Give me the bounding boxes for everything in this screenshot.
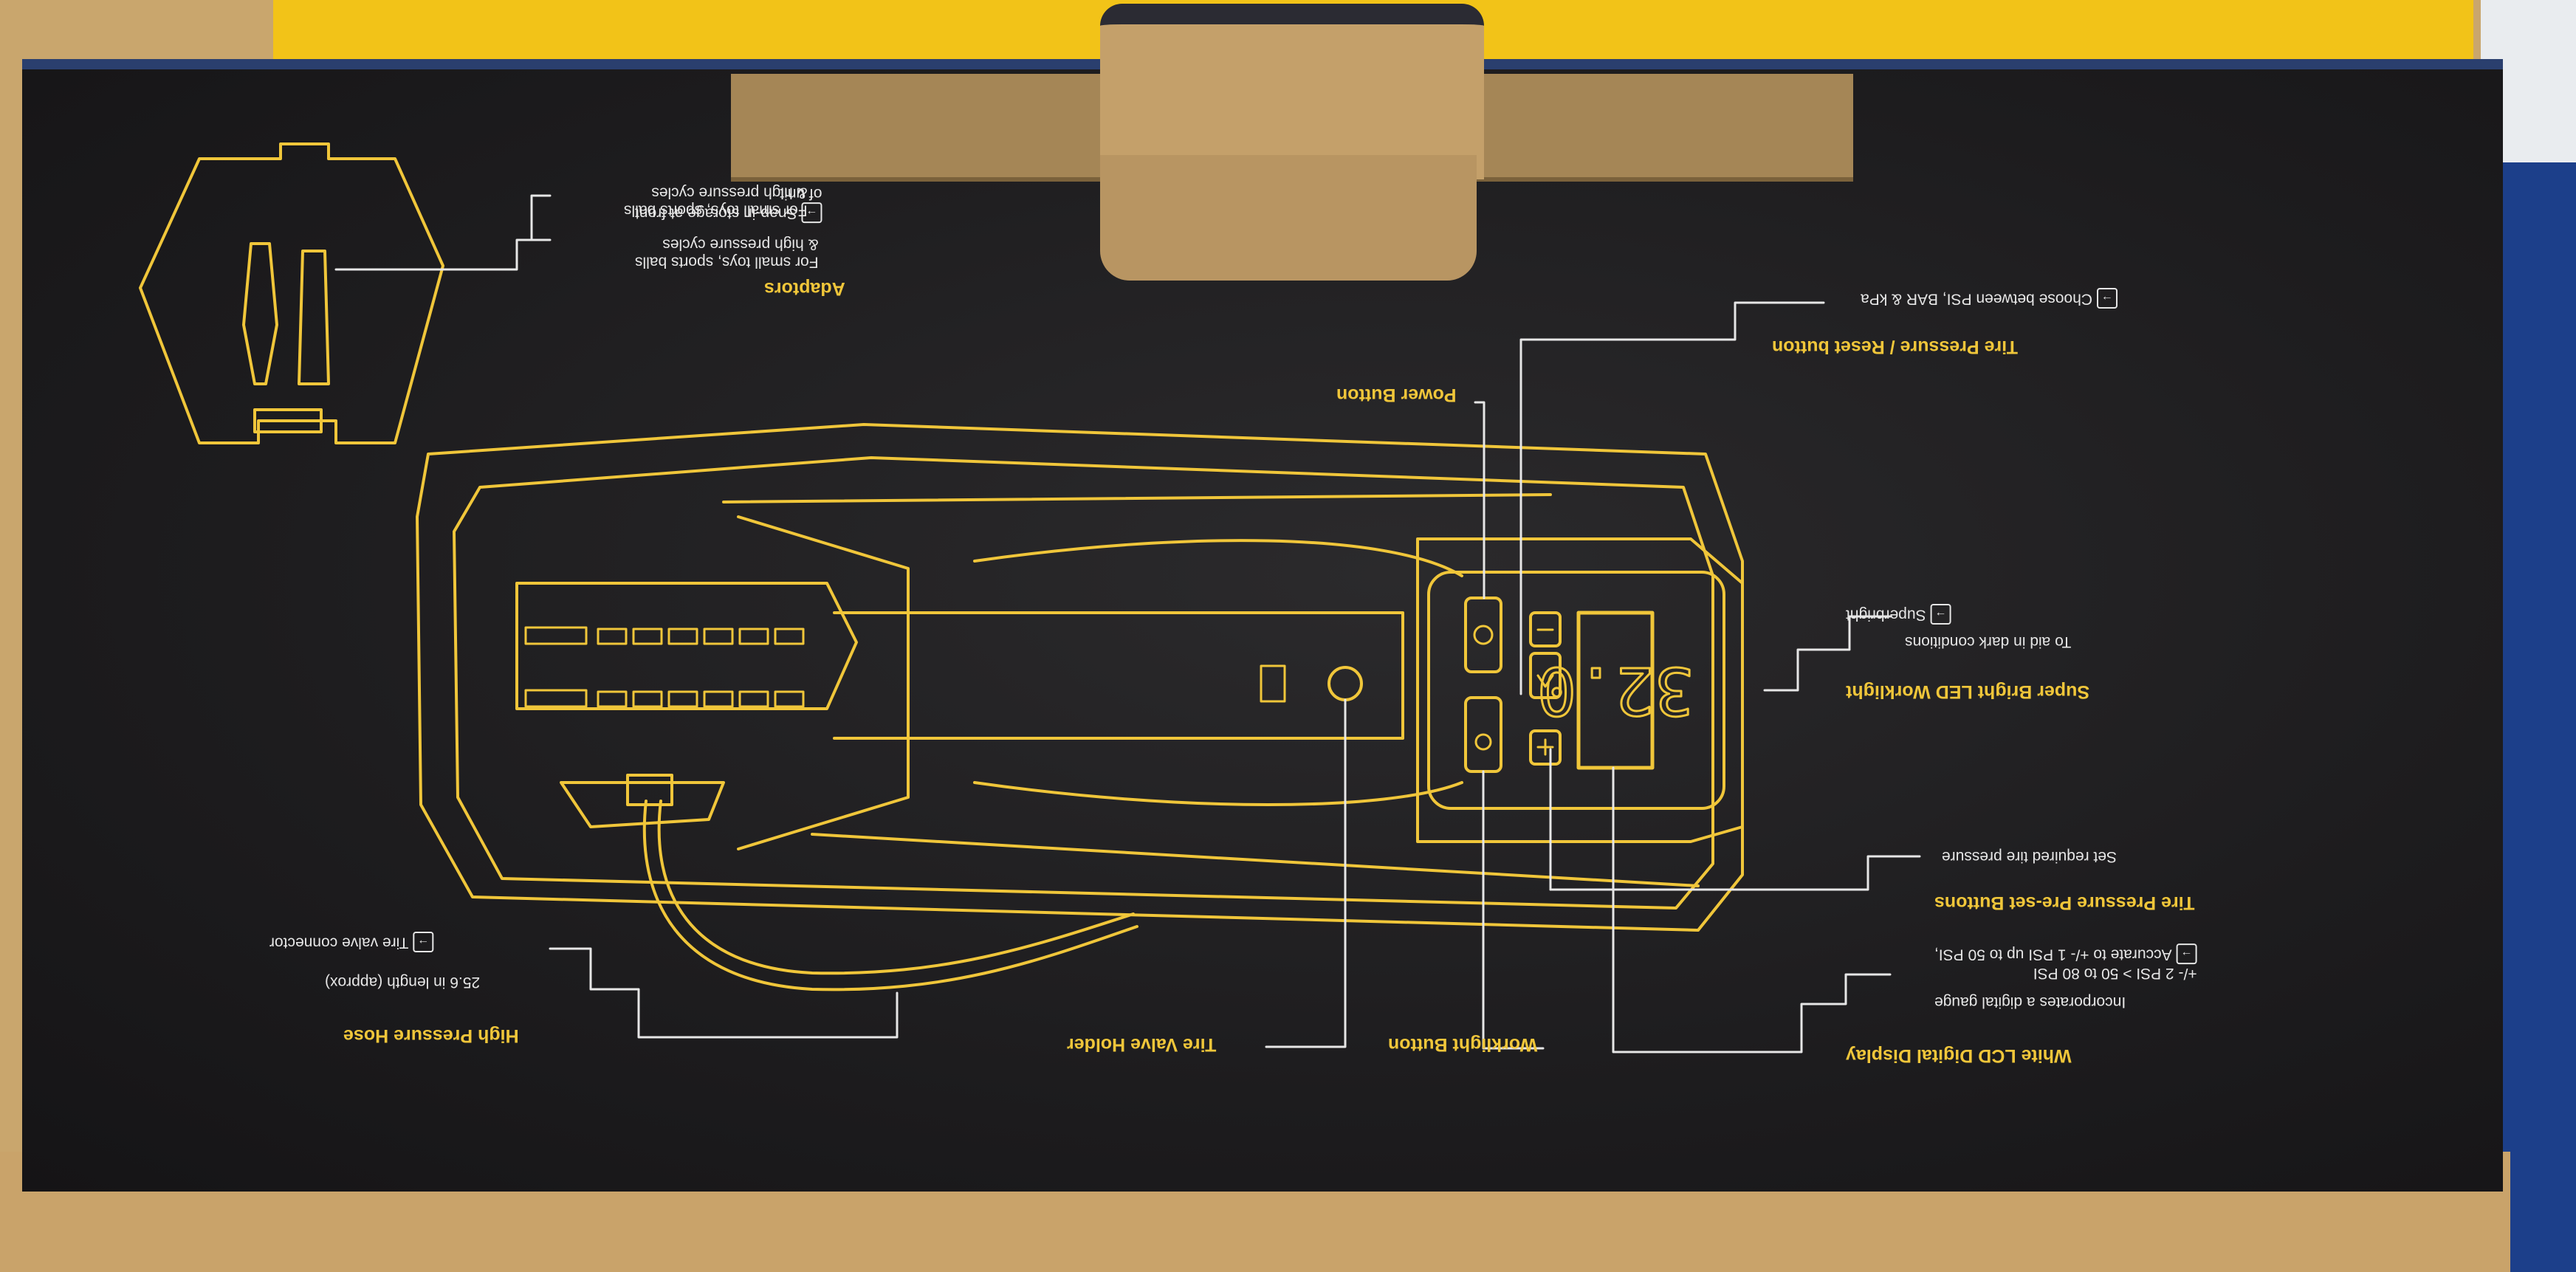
adaptors-line-1: For small toys, sports balls bbox=[635, 253, 819, 271]
plus-button-drawing bbox=[1529, 729, 1562, 766]
worklight-button-callout: Worklight Button bbox=[1388, 1034, 1537, 1055]
high-pressure-hose-drawing bbox=[626, 774, 1138, 991]
box-tuck-tab bbox=[1100, 155, 1477, 281]
preset-title: Tire Pressure Pre-set Buttons bbox=[1934, 892, 2194, 913]
pressure-reset-line: →Choose between PSI, BAR & kPa bbox=[1861, 288, 2118, 309]
adaptors-line-2: & high pressure cycles bbox=[662, 236, 819, 253]
preset-title-text: Tire Pressure Pre-set Buttons bbox=[1934, 892, 2195, 913]
worklight-desc-1: To aid in dark conditions bbox=[1905, 633, 2071, 650]
adaptor-tray-drawing bbox=[139, 142, 444, 444]
down-button-drawing bbox=[1529, 652, 1562, 699]
lcd-desc-accuracy: +/- 2 PSI > 50 to 80 PSI →Accurate to +/… bbox=[1934, 943, 2197, 982]
pressure-reset-title: Tire Pressure / Reset button bbox=[1772, 336, 2018, 357]
hose-title: High Pressure Hose bbox=[343, 1025, 519, 1046]
lcd-title: White LCD Digital Display bbox=[1846, 1045, 2072, 1066]
valve-holder-slot bbox=[1260, 664, 1286, 703]
preset-line-1: Set required tire pressure bbox=[1942, 848, 2117, 866]
arrow-box-icon: → bbox=[413, 932, 434, 952]
blue-object-background bbox=[2496, 162, 2576, 1272]
power-button-drawing bbox=[1464, 597, 1502, 673]
arrow-box-icon: → bbox=[801, 202, 822, 224]
arrow-box-icon: → bbox=[2097, 288, 2118, 309]
adaptors-desc: For small toys, sports balls & high pres… bbox=[635, 235, 819, 270]
power-button-title-text: Power Button bbox=[1336, 384, 1457, 405]
adaptors-storage: →Snap-in storage at front of unit bbox=[635, 185, 822, 224]
hose-title-text: High Pressure Hose bbox=[343, 1025, 519, 1046]
lcd-line-3: +/- 2 PSI > 50 to 80 PSI bbox=[2033, 965, 2197, 983]
pressure-reset-desc: →Choose between PSI, BAR & kPa bbox=[1861, 288, 2118, 309]
lcd-title-text: White LCD Digital Display bbox=[1846, 1045, 2072, 1066]
lcd-line-1: Incorporates a digital gauge bbox=[1934, 994, 2126, 1011]
power-button-callout: Power Button bbox=[1336, 384, 1457, 405]
worklight-desc: →Superbright bbox=[1846, 604, 1951, 625]
hose-desc-connector: →Tire valve connector bbox=[269, 932, 434, 952]
worklight-line-2: →Superbright bbox=[1846, 604, 1951, 625]
worklight-led-title: Super Bright LED Worklight bbox=[1846, 681, 2089, 702]
lcd-reading: 32.0 bbox=[1537, 653, 1694, 729]
callout-leader-lines bbox=[334, 194, 1921, 1053]
adaptors-storage-line-2: of unit bbox=[780, 185, 822, 203]
adaptors-title: Adaptors bbox=[764, 278, 845, 299]
worklight-line-1: To aid in dark conditions bbox=[1905, 633, 2072, 651]
valve-holder-circle bbox=[1328, 666, 1363, 701]
adaptors-title-text: Adaptors bbox=[764, 278, 845, 299]
preset-desc: Set required tire pressure bbox=[1942, 848, 2117, 865]
lcd-screen-drawing bbox=[1576, 611, 1655, 770]
minus-button-drawing bbox=[1529, 611, 1562, 647]
box-tuck-top bbox=[1100, 4, 1484, 179]
pressure-reset-title-text: Tire Pressure / Reset button bbox=[1772, 336, 2018, 357]
hose-desc-length: 25.6 in length (approx) bbox=[325, 973, 480, 991]
valve-holder-callout: Tire Valve Holder bbox=[1067, 1034, 1216, 1055]
control-panel bbox=[1427, 571, 1725, 810]
lcd-line-2: →Accurate to +/- 1 PSI up to 50 PSI, bbox=[1934, 943, 2197, 964]
arrow-box-icon: → bbox=[2176, 943, 2197, 964]
hose-line-1: 25.6 in length (approx) bbox=[325, 974, 481, 991]
valve-holder-title-text: Tire Valve Holder bbox=[1067, 1034, 1217, 1055]
hose-line-2: →Tire valve connector bbox=[269, 932, 434, 952]
worklight-led-title-text: Super Bright LED Worklight bbox=[1846, 681, 2090, 702]
adaptors-storage-line-1: →Snap-in storage at front bbox=[635, 202, 822, 224]
vent-slots bbox=[524, 626, 805, 708]
lcd-desc-gauge: Incorporates a digital gauge bbox=[1934, 993, 2126, 1011]
arrow-box-icon: → bbox=[1930, 604, 1951, 625]
worklight-button-title-text: Worklight Button bbox=[1388, 1034, 1538, 1055]
